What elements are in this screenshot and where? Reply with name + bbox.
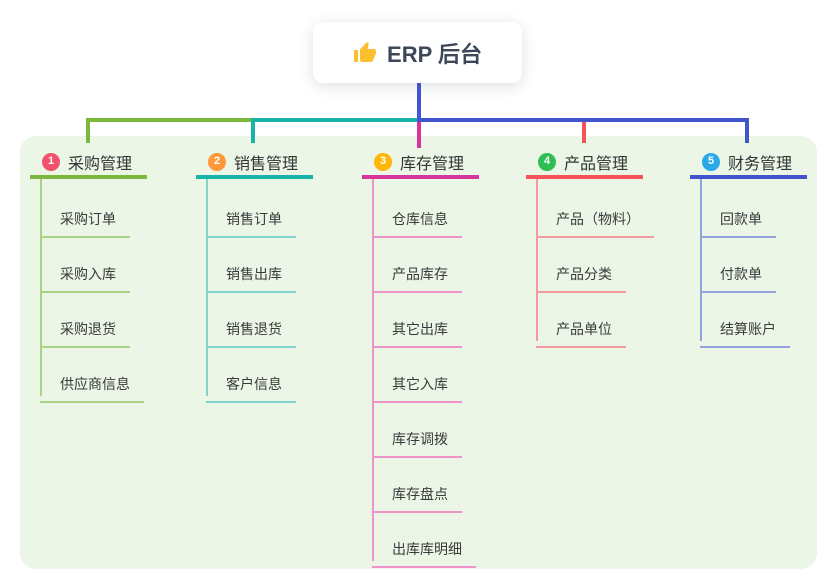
- tree-item-sales[interactable]: 客户信息: [206, 368, 296, 403]
- tree-item-inventory[interactable]: 其它入库: [372, 368, 462, 403]
- branch-number-badge: 5: [702, 152, 720, 171]
- branch-vertical-line: [40, 179, 42, 396]
- branch-node-inventory[interactable]: 3 库存管理: [362, 148, 479, 179]
- tree-item-inventory[interactable]: 出库库明细: [372, 533, 476, 568]
- branches-panel: [20, 136, 817, 569]
- branch-node-sales[interactable]: 2 销售管理: [196, 148, 313, 179]
- branch-finance: 5 财务管理回款单付款单结算账户: [690, 148, 807, 348]
- branch-node-purchase[interactable]: 1 采购管理: [30, 148, 147, 179]
- tree-item-finance[interactable]: 结算账户: [700, 313, 790, 348]
- branch-vertical-line: [372, 179, 374, 561]
- branch-sales: 2 销售管理销售订单销售出库销售退货客户信息: [196, 148, 313, 403]
- branch-node-product[interactable]: 4 产品管理: [526, 148, 643, 179]
- tree-item-finance[interactable]: 回款单: [700, 203, 776, 238]
- branch-product: 4 产品管理产品（物料） 产品分类产品单位: [526, 148, 654, 348]
- branch-label: 采购管理: [68, 155, 133, 173]
- tree-item-product[interactable]: 产品分类: [536, 258, 626, 293]
- root-title: ERP 后台: [387, 41, 482, 67]
- tree-item-sales[interactable]: 销售出库: [206, 258, 296, 293]
- branch-number-badge: 4: [538, 152, 556, 171]
- tree-item-inventory[interactable]: 产品库存: [372, 258, 462, 293]
- tree-item-purchase[interactable]: 采购入库: [40, 258, 130, 293]
- branch-vertical-line: [536, 179, 538, 341]
- branch-label: 库存管理: [400, 155, 465, 173]
- tree-item-purchase[interactable]: 采购订单: [40, 203, 130, 238]
- tree-item-sales[interactable]: 销售退货: [206, 313, 296, 348]
- root-node[interactable]: ERP 后台: [313, 22, 522, 83]
- branch-label: 产品管理: [564, 155, 629, 173]
- tree-item-product[interactable]: 产品（物料）: [536, 203, 654, 238]
- tree-item-purchase[interactable]: 供应商信息: [40, 368, 144, 403]
- branch-inventory: 3 库存管理仓库信息产品库存其它出库其它入库库存调拨库存盘点出库库明细: [362, 148, 479, 568]
- branch-label: 销售管理: [234, 155, 299, 173]
- tree-item-product[interactable]: 产品单位: [536, 313, 626, 348]
- branch-node-finance[interactable]: 5 财务管理: [690, 148, 807, 179]
- branch-number-badge: 2: [208, 152, 226, 171]
- tree-item-purchase[interactable]: 采购退货: [40, 313, 130, 348]
- tree-item-inventory[interactable]: 库存盘点: [372, 478, 462, 513]
- branch-vertical-line: [700, 179, 702, 341]
- tree-item-sales[interactable]: 销售订单: [206, 203, 296, 238]
- branch-purchase: 1 采购管理采购订单采购入库采购退货供应商信息: [30, 148, 147, 403]
- tree-item-inventory[interactable]: 其它出库: [372, 313, 462, 348]
- thumbs-up-icon: [354, 41, 377, 62]
- branch-number-badge: 1: [42, 152, 60, 171]
- tree-item-inventory[interactable]: 库存调拨: [372, 423, 462, 458]
- tree-item-finance[interactable]: 付款单: [700, 258, 776, 293]
- branch-vertical-line: [206, 179, 208, 396]
- branch-label: 财务管理: [728, 155, 793, 173]
- tree-item-inventory[interactable]: 仓库信息: [372, 203, 462, 238]
- branch-number-badge: 3: [374, 152, 392, 171]
